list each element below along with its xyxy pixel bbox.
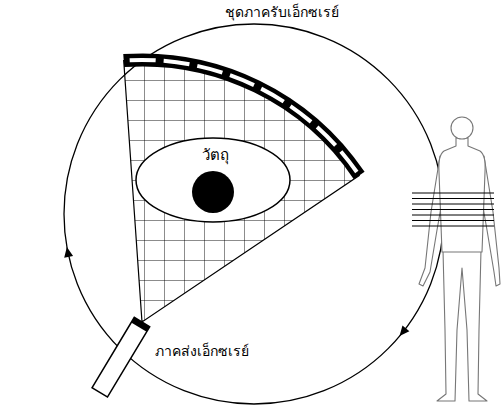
scan-lines	[412, 193, 494, 226]
xray-tube	[92, 317, 150, 397]
xray-fan-beam	[124, 60, 360, 322]
part-label: ชุดภาครับเอ็กซเรย์	[225, 3, 339, 21]
xray-source-outline	[88, 312, 292, 408]
part-label: ภาคส่งเอ็กซเรย์	[155, 342, 249, 360]
xray-tube-tip	[131, 317, 150, 331]
part-label: วัตถุ	[135, 146, 295, 166]
human-figure	[419, 117, 500, 401]
xray-source: ภาคส่งเอ็กซเรย์	[88, 312, 292, 408]
rotation-arrow	[396, 326, 409, 339]
object-node: วัตถุ	[135, 136, 295, 224]
gantry-ring	[64, 24, 444, 404]
dense-object	[192, 171, 234, 213]
rotation-arrow	[62, 246, 73, 257]
